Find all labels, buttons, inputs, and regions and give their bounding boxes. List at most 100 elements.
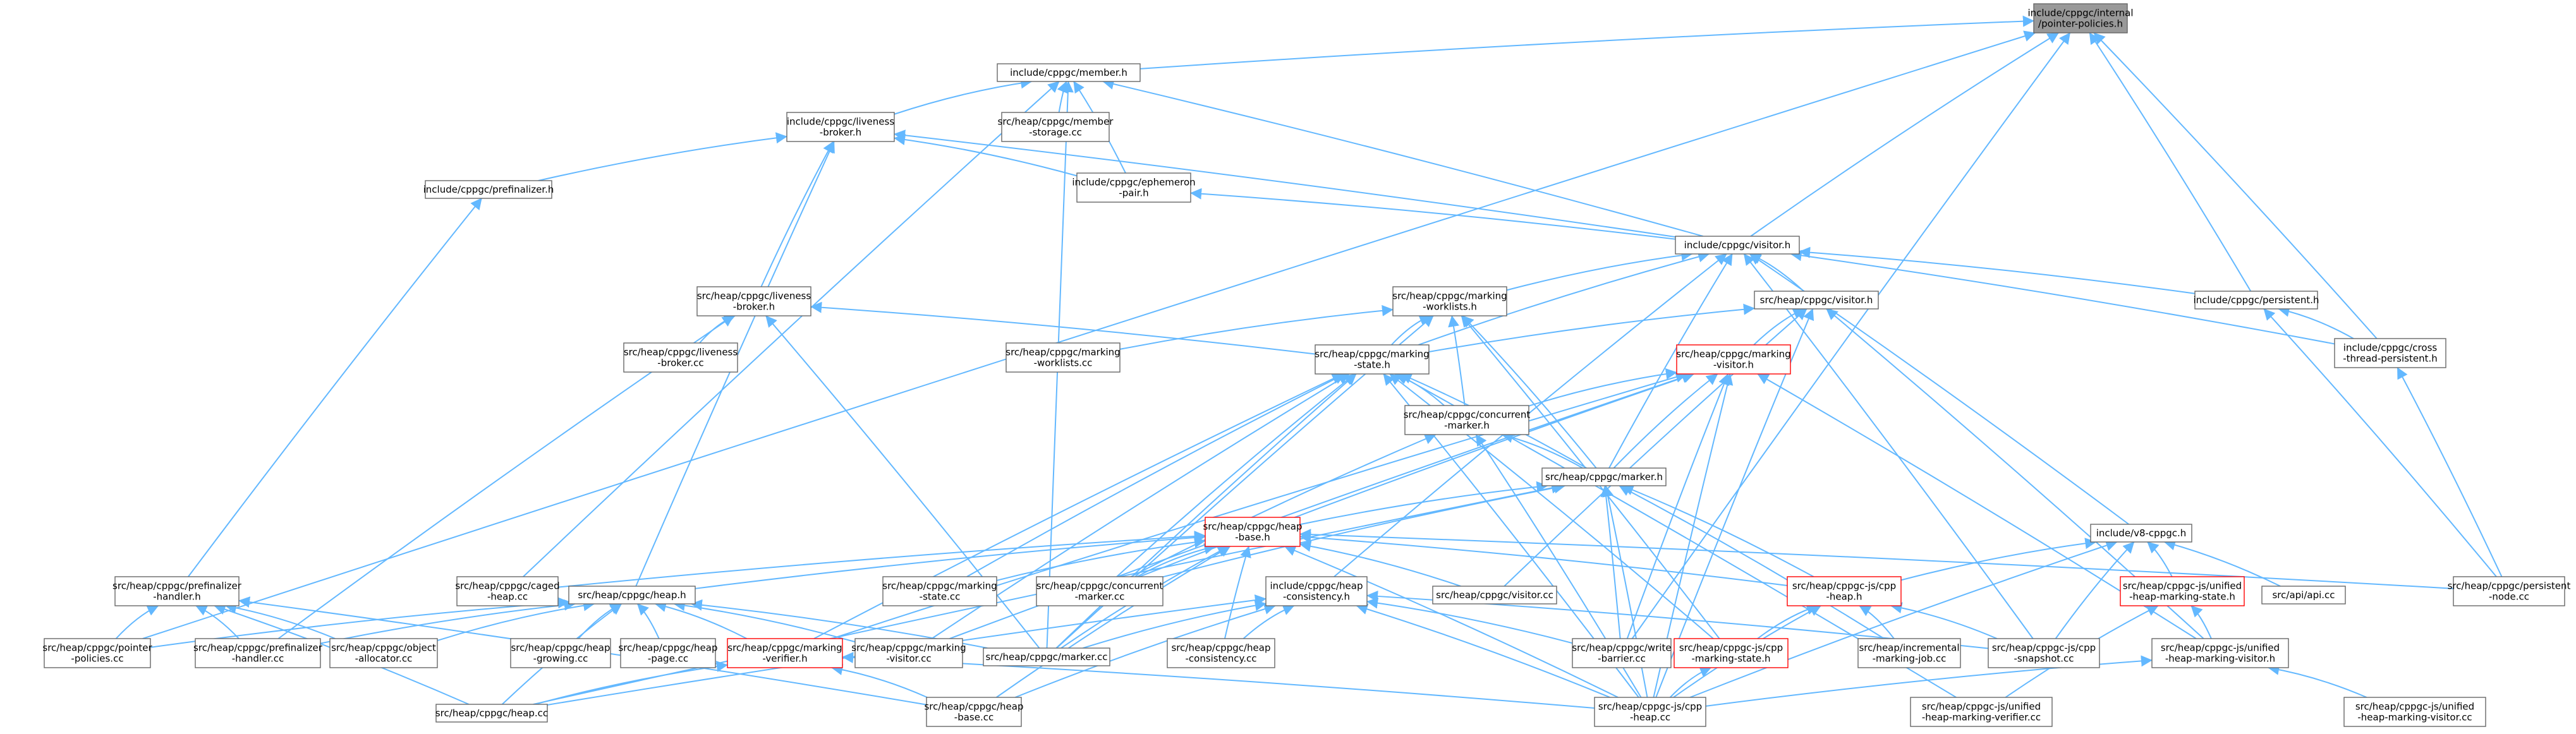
node-box — [1787, 576, 1902, 606]
node-concurrent-marker-cc[interactable]: src/heap/cppgc/concurrent-marker.cc — [1036, 576, 1163, 606]
node-box — [1857, 638, 1961, 668]
node-label-line: -base.cc — [954, 712, 993, 723]
edge-marking_state_cc-to-heap_base_h — [996, 536, 1206, 581]
node-box — [510, 638, 611, 668]
node-heap-base-h[interactable]: src/heap/cppgc/heap-base.h — [1203, 517, 1303, 547]
node-cpp-heap-h[interactable]: src/heap/cppgc-js/cpp-heap.h — [1787, 576, 1902, 606]
node-label-line: src/heap/cppgc/visitor.h — [1760, 294, 1873, 306]
node-label-line: src/heap/cppgc/liveness — [697, 291, 811, 302]
edge-incremental_job-to-cpp_heap_h — [1859, 605, 1895, 639]
node-unified-visitor-cc[interactable]: src/heap/cppgc-js/unified-heap-marking-v… — [2343, 697, 2486, 727]
node-marking-verifier-h[interactable]: src/heap/cppgc/marking-verifier.h — [727, 638, 843, 668]
node-pointer-policies-cc[interactable]: src/heap/cppgc/pointer-policies.cc — [42, 638, 152, 668]
node-box — [727, 638, 843, 668]
node-box — [2334, 338, 2446, 368]
node-heap-growing[interactable]: src/heap/cppgc/heap-growing.cc — [510, 638, 611, 668]
node-prefinalizer-inc[interactable]: include/cppgc/prefinalizer.h — [423, 180, 554, 199]
node-heap-consistency-cc[interactable]: src/heap/cppgc/heap-consistency.cc — [1167, 638, 1275, 668]
node-label-line: -handler.h — [153, 591, 201, 603]
node-box — [926, 697, 1022, 727]
node-box — [2453, 576, 2565, 606]
node-box — [1754, 291, 1879, 310]
edge-heap_consistency_cc-to-heap_consistency_inc — [1242, 604, 1295, 639]
node-liveness-broker-inc[interactable]: include/cppgc/liveness-broker.h — [786, 112, 895, 142]
node-marking-visitor-cc[interactable]: src/heap/cppgc/marking-visitor.cc — [851, 638, 966, 668]
edge-marking_state_h-to-visitor_inc — [1418, 251, 1710, 346]
node-marking-state-cc[interactable]: src/heap/cppgc/marking-state.cc — [882, 576, 997, 606]
node-marking-visitor-h[interactable]: src/heap/cppgc/marking-visitor.h — [1676, 344, 1791, 375]
node-box — [1675, 236, 1800, 255]
node-label-line: src/heap/cppgc/marking — [1315, 349, 1429, 360]
node-box — [882, 576, 997, 606]
edge-concurrent_marker_cc-to-marker_h — [1162, 482, 1566, 578]
node-liveness-broker-src[interactable]: src/heap/cppgc/liveness-broker.h — [696, 286, 811, 316]
node-box — [1988, 638, 2100, 668]
node-label-line: -policies.cc — [71, 653, 123, 665]
node-label-line: include/cppgc/member.h — [1010, 67, 1127, 78]
node-heap-consistency-inc[interactable]: include/cppgc/heap-consistency.h — [1265, 576, 1368, 606]
node-label-line: -broker.h — [820, 127, 861, 138]
edge-cpp_heap_cc-to-heap_consistency_inc — [1356, 603, 1610, 698]
node-unified-visitor-h[interactable]: src/heap/cppgc-js/unified-heap-marking-v… — [2151, 638, 2289, 668]
node-cpp-heap-cc[interactable]: src/heap/cppgc-js/cpp-heap.cc — [1594, 697, 1706, 727]
node-box — [2261, 586, 2346, 605]
edge-ephemeron_pair-to-liveness_broker_inc — [894, 134, 1078, 177]
edge-pointer_policies_cc-to-prefinalizer_handler_h — [115, 605, 159, 639]
node-cpp-marking-state[interactable]: src/heap/cppgc-js/cpp-marking-state.h — [1674, 638, 1789, 668]
edge-cpp_snapshot-to-v8_cppgc — [2055, 541, 2135, 639]
edge-marking_visitor_cc-to-heap_h — [673, 599, 856, 643]
edge-api_cc-to-v8_cppgc — [2163, 539, 2281, 587]
node-cpp-snapshot[interactable]: src/heap/cppgc-js/cpp-snapshot.cc — [1988, 638, 2100, 668]
node-box — [2194, 291, 2318, 310]
node-marker-cc[interactable]: src/heap/cppgc/marker.cc — [983, 647, 1110, 666]
node-write-barrier[interactable]: src/heap/cppgc/write-barrier.cc — [1572, 638, 1672, 668]
node-unified-state-h[interactable]: src/heap/cppgc-js/unified-heap-marking-s… — [2120, 576, 2245, 606]
node-label-line: -marker.cc — [1075, 591, 1125, 603]
node-prefinalizer-handler-h[interactable]: src/heap/cppgc/prefinalizer-handler.h — [112, 576, 242, 606]
edge-visitor_inc-to-pointer_policies — [1750, 32, 2059, 237]
node-marker-h[interactable]: src/heap/cppgc/marker.h — [1541, 467, 1667, 486]
node-heap-base-cc[interactable]: src/heap/cppgc/heap-base.cc — [924, 697, 1024, 727]
node-cross-thread[interactable]: include/cppgc/cross-thread-persistent.h — [2334, 338, 2446, 368]
node-heap-h[interactable]: src/heap/cppgc/heap.h — [568, 586, 696, 605]
node-prefinalizer-handler-cc[interactable]: src/heap/cppgc/prefinalizer-handler.cc — [193, 638, 323, 668]
node-member-storage[interactable]: src/heap/cppgc/member-storage.cc — [998, 112, 1114, 142]
node-heap-page[interactable]: src/heap/cppgc/heap-page.cc — [618, 638, 718, 668]
node-marking-worklists-cc[interactable]: src/heap/cppgc/marking-worklists.cc — [1005, 342, 1121, 373]
node-marking-state-h[interactable]: src/heap/cppgc/marking-state.h — [1315, 344, 1430, 375]
node-visitor-src[interactable]: src/heap/cppgc/visitor.h — [1754, 291, 1879, 310]
node-box — [2033, 3, 2128, 33]
node-member[interactable]: include/cppgc/member.h — [997, 63, 1141, 82]
node-concurrent-marker-h[interactable]: src/heap/cppgc/concurrent-marker.h — [1404, 405, 1531, 435]
edge-heap_h-to-heap_base_h — [695, 531, 1206, 589]
node-visitor-cc[interactable]: src/heap/cppgc/visitor.cc — [1432, 586, 1557, 605]
node-visitor-inc[interactable]: include/cppgc/visitor.h — [1675, 236, 1800, 255]
node-object-allocator-cc[interactable]: src/heap/cppgc/object-allocator.cc — [329, 638, 438, 668]
node-heap-cc[interactable]: src/heap/cppgc/heap.cc — [435, 704, 548, 723]
node-unified-verifier-cc[interactable]: src/heap/cppgc-js/unified-heap-marking-v… — [1910, 697, 2053, 727]
node-caged-heap[interactable]: src/heap/cppgc/caged-heap.cc — [455, 576, 560, 606]
node-box — [195, 638, 321, 668]
node-ephemeron-pair[interactable]: include/cppgc/ephemeron-pair.h — [1072, 172, 1196, 203]
edge-persistent_node-to-heap_base_h — [1299, 529, 2454, 589]
node-box — [1392, 286, 1507, 316]
node-api-cc[interactable]: src/api/api.cc — [2261, 586, 2346, 605]
node-liveness-broker-cc[interactable]: src/heap/cppgc/liveness-broker.cc — [623, 342, 738, 373]
node-box — [425, 180, 552, 199]
edge-concurrent_marker_cc-to-heap_base_h — [1136, 543, 1216, 577]
node-label-line: src/heap/cppgc-js/unified — [2355, 701, 2474, 713]
node-label-line: -consistency.h — [1283, 591, 1350, 603]
node-box — [1005, 342, 1121, 373]
node-label-line: src/heap/cppgc-js/unified — [2123, 581, 2242, 592]
node-pointer-policies[interactable]: include/cppgc/internal/pointer-policies.… — [2027, 3, 2134, 33]
node-marking-worklists-h[interactable]: src/heap/cppgc/marking-worklists.h — [1392, 286, 1507, 316]
edge-marking_worklists_h-to-visitor_inc — [1506, 250, 1693, 291]
node-persistent-node[interactable]: src/heap/cppgc/persistent-node.cc — [2448, 576, 2571, 606]
node-label-line: -marking-state.h — [1692, 653, 1771, 665]
node-label-line: src/heap/cppgc/heap — [1203, 521, 1302, 532]
node-incremental-job[interactable]: src/heap/incremental-marking-job.cc — [1857, 638, 1961, 668]
node-label-line: src/heap/cppgc/object — [331, 642, 436, 654]
node-persistent[interactable]: include/cppgc/persistent.h — [2194, 291, 2319, 310]
node-label-line: include/cppgc/heap — [1270, 581, 1363, 592]
node-v8-cppgc[interactable]: include/v8-cppgc.h — [2090, 524, 2192, 543]
